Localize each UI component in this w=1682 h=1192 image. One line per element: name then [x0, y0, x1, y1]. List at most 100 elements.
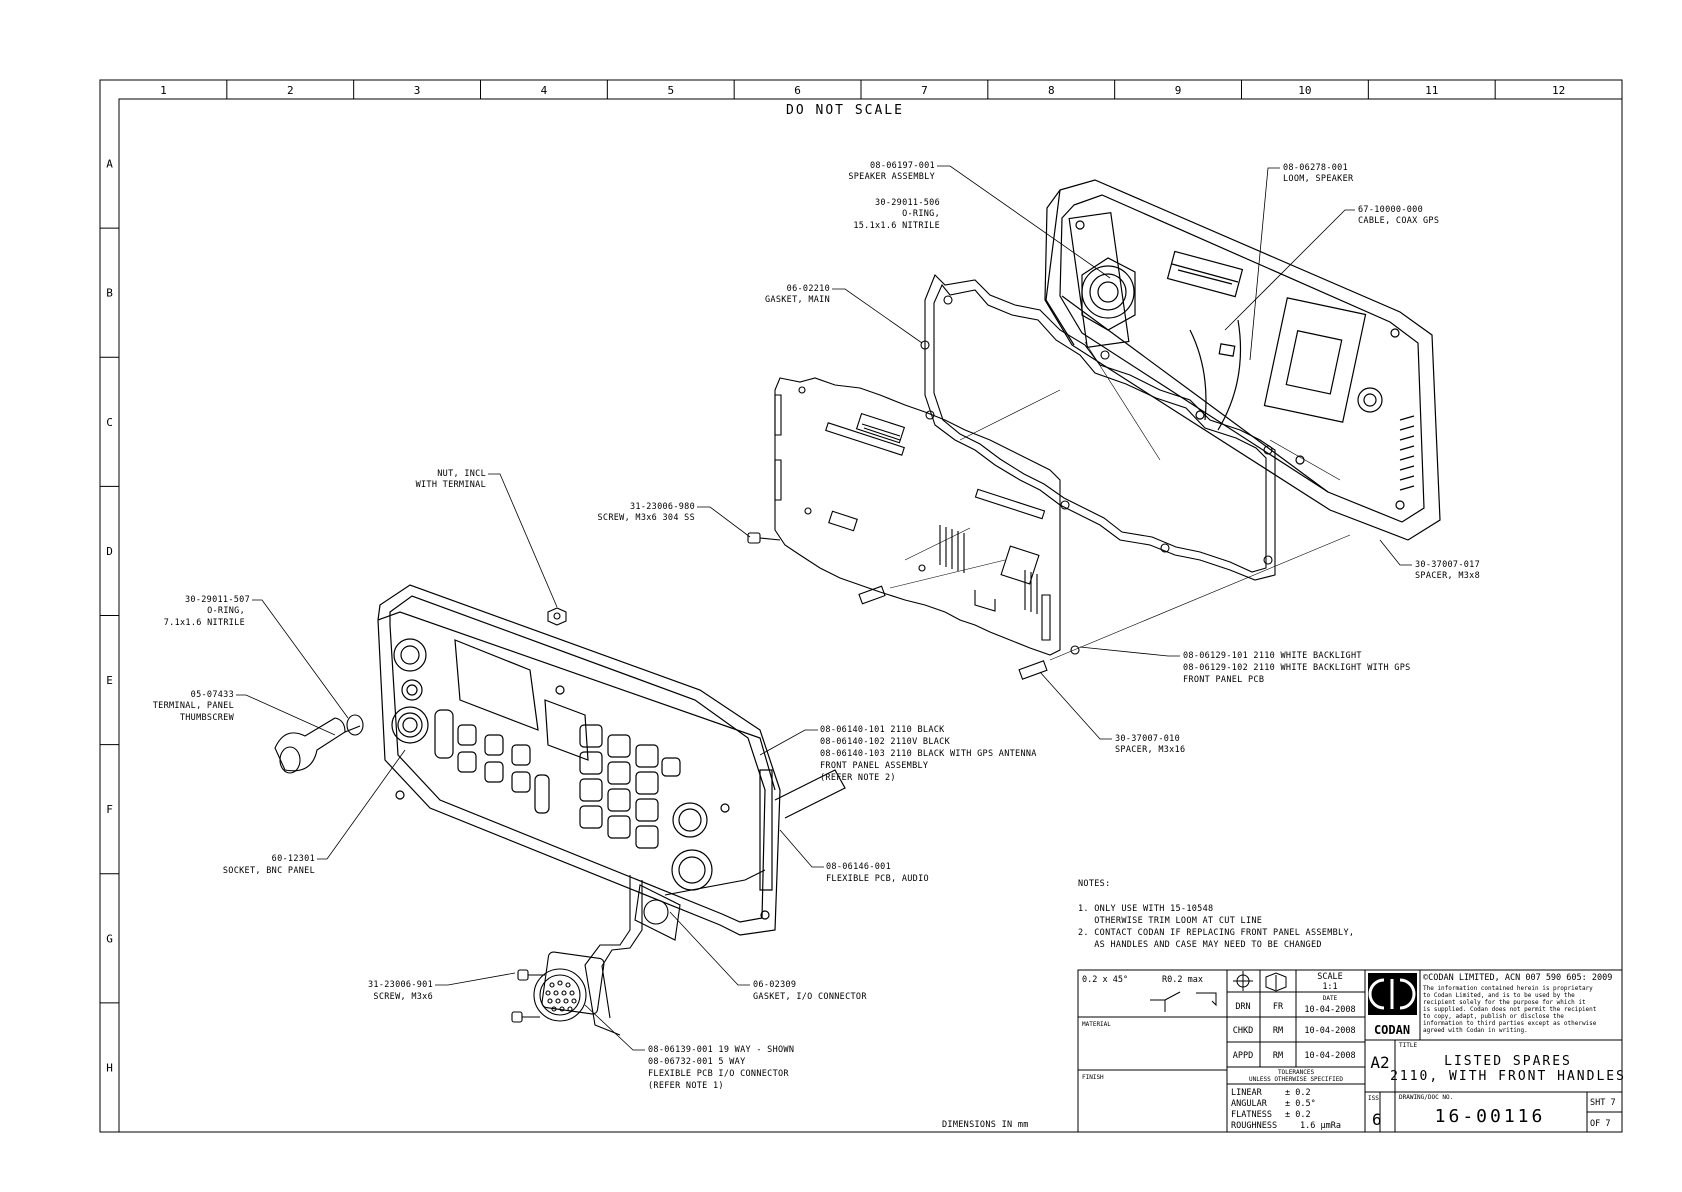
zone-row-label: E — [106, 674, 113, 687]
zone-column-label: 2 — [287, 84, 294, 97]
callout-flex-io-4: (REFER NOTE 1) — [648, 1081, 724, 1091]
zone-column-label: 12 — [1552, 84, 1565, 97]
chkd-role: CHKD — [1233, 1026, 1253, 1036]
callout-speaker-1: 08-06197-001 — [870, 161, 935, 171]
note-line-1: 1. ONLY USE WITH 15-10548 — [1078, 904, 1213, 914]
note-line-2: OTHERWISE TRIM LOOM AT CUT LINE — [1078, 916, 1262, 926]
appd-date: 10-04-2008 — [1304, 1051, 1355, 1061]
callout-screw-304-1: 31-23006-980 — [630, 502, 695, 512]
drn-role: DRN — [1235, 1002, 1250, 1012]
drawing-title-1: LISTED SPARES — [1444, 1054, 1572, 1069]
tolerances-sub: UNLESS OTHERWISE SPECIFIED — [1249, 1076, 1343, 1083]
callout-front-pcb-1: 08-06129-101 2110 WHITE BACKLIGHT — [1183, 651, 1362, 661]
callout-leaders — [236, 166, 1412, 1050]
drn-initials: FR — [1273, 1002, 1284, 1012]
chkd-date: 10-04-2008 — [1304, 1026, 1355, 1036]
callout-o-ring-15-3: 15.1x1.6 NITRILE — [853, 221, 940, 231]
keypad-right — [580, 725, 680, 848]
callout-gasket-io-2: GASKET, I/O CONNECTOR — [753, 992, 867, 1002]
screws-g — [512, 970, 545, 1022]
zone-column-label: 5 — [667, 84, 674, 97]
callout-loom-speaker-1: 08-06278-001 — [1283, 163, 1348, 173]
dimensions-note: DIMENSIONS IN mm — [942, 1120, 1029, 1130]
io-gasket-and-flex — [585, 870, 765, 1035]
bnc-terminal — [275, 718, 345, 771]
callout-spacer-m3x8-1: 30-37007-017 — [1415, 560, 1480, 570]
doc-label: DRAWING/DOC NO. — [1399, 1094, 1453, 1101]
scale-value: 1:1 — [1322, 982, 1337, 992]
codan-brand: CODAN — [1374, 1023, 1410, 1037]
zone-column-label: 10 — [1298, 84, 1311, 97]
material-label: MATERIAL — [1082, 1021, 1111, 1028]
o-ring-small — [347, 715, 363, 735]
screw-d — [748, 533, 780, 543]
front-panel-assembly — [378, 585, 845, 935]
proprietary-4: is supplied. Codan does not permit the r… — [1423, 1006, 1597, 1013]
callout-screw-m3x6-1: 31-23006-901 — [368, 980, 433, 990]
callout-front-assy-3: 08-06140-103 2110 BLACK WITH GPS ANTENNA — [820, 749, 1037, 759]
rear-case — [1045, 180, 1440, 540]
callout-socket-bnc-1: 60-12301 — [272, 854, 315, 864]
callout-front-assy-2: 08-06140-102 2110V BLACK — [820, 737, 951, 747]
callout-front-assy-1: 08-06140-101 2110 BLACK — [820, 725, 945, 735]
zone-row-label: D — [106, 545, 113, 558]
note-line-4: AS HANDLES AND CASE MAY NEED TO BE CHANG… — [1078, 940, 1322, 950]
callout-flex-io-3: FLEXIBLE PCB I/O CONNECTOR — [648, 1069, 789, 1079]
callout-front-pcb-2: 08-06129-102 2110 WHITE BACKLIGHT WITH G… — [1183, 663, 1411, 673]
sheet-size: A2 — [1370, 1053, 1389, 1072]
proprietary-1: The information contained herein is prop… — [1423, 985, 1593, 992]
tolerances-title: TOLERANCES — [1278, 1069, 1315, 1076]
callout-flex-audio-2: FLEXIBLE PCB, AUDIO — [826, 874, 929, 884]
main-gasket — [921, 275, 1275, 580]
zone-column-label: 8 — [1048, 84, 1055, 97]
title-label: TITLE — [1399, 1042, 1417, 1049]
zone-row-label: B — [106, 287, 113, 300]
sheet-of: OF 7 — [1590, 1119, 1610, 1129]
callout-nut-2: WITH TERMINAL — [416, 480, 486, 490]
callout-front-assy-4: FRONT PANEL ASSEMBLY — [820, 761, 928, 771]
zone-column-label: 7 — [921, 84, 928, 97]
zone-row-label: G — [106, 932, 113, 945]
callout-flex-audio-1: 08-06146-001 — [826, 862, 891, 872]
callout-o-ring-7-2: O-RING, — [207, 606, 245, 616]
callout-o-ring-15-2: O-RING, — [902, 209, 940, 219]
appd-role: APPD — [1233, 1051, 1253, 1061]
finish-label: FINISH — [1082, 1074, 1104, 1081]
date-label: DATE — [1323, 995, 1338, 1002]
callout-flex-io-2: 08-06732-001 5 WAY — [648, 1057, 746, 1067]
callout-o-ring-7-1: 30-29011-507 — [185, 595, 250, 605]
tol-flatness-value: ± 0.2 — [1285, 1110, 1311, 1120]
chkd-initials: RM — [1273, 1026, 1283, 1036]
sheet-number: SHT 7 — [1590, 1098, 1616, 1108]
callout-nut-1: NUT, INCL — [437, 469, 486, 479]
callout-socket-bnc-2: SOCKET, BNC PANEL — [223, 866, 315, 876]
zone-row-label: H — [106, 1061, 113, 1074]
callout-front-pcb-3: FRONT PANEL PCB — [1183, 675, 1264, 685]
callout-terminal-2: TERMINAL, PANEL — [153, 701, 234, 711]
callout-spacer-m3x16-1: 30-37007-010 — [1115, 734, 1180, 744]
zone-column-label: 4 — [541, 84, 548, 97]
edge-break-spec: 0.2 x 45° — [1082, 975, 1128, 985]
proprietary-7: agreed with Codan in writing. — [1423, 1027, 1528, 1034]
codan-logo — [1368, 973, 1417, 1015]
callout-cable-coax-2: CABLE, COAX GPS — [1358, 216, 1439, 226]
zone-column-label: 9 — [1175, 84, 1182, 97]
callout-gasket-main-2: GASKET, MAIN — [765, 295, 830, 305]
drawing-title-2: 2110, WITH FRONT HANDLES — [1390, 1069, 1626, 1084]
tol-angular-value: ± 0.5° — [1285, 1099, 1316, 1109]
callout-o-ring-15-1: 30-29011-506 — [875, 198, 940, 208]
tol-linear-label: LINEAR — [1231, 1088, 1263, 1098]
notes-heading: NOTES: — [1078, 879, 1111, 889]
tol-roughness-value: 1.6 μmRa — [1300, 1121, 1341, 1131]
callout-terminal-1: 05-07433 — [191, 690, 234, 700]
title-block: 0.2 x 45° R0.2 max MATERIAL FINISH SCALE… — [1078, 970, 1626, 1132]
radius-spec: R0.2 max — [1162, 975, 1203, 985]
tol-angular-label: ANGULAR — [1231, 1099, 1268, 1109]
callout-screw-m3x6-2: SCREW, M3x6 — [373, 992, 433, 1002]
appd-initials: RM — [1273, 1051, 1283, 1061]
projection-lines — [890, 342, 1350, 660]
callouts-right-aligned: 08-06197-001 SPEAKER ASSEMBLY 30-29011-5… — [153, 161, 940, 1002]
callout-terminal-3: THUMBSCREW — [180, 713, 235, 723]
